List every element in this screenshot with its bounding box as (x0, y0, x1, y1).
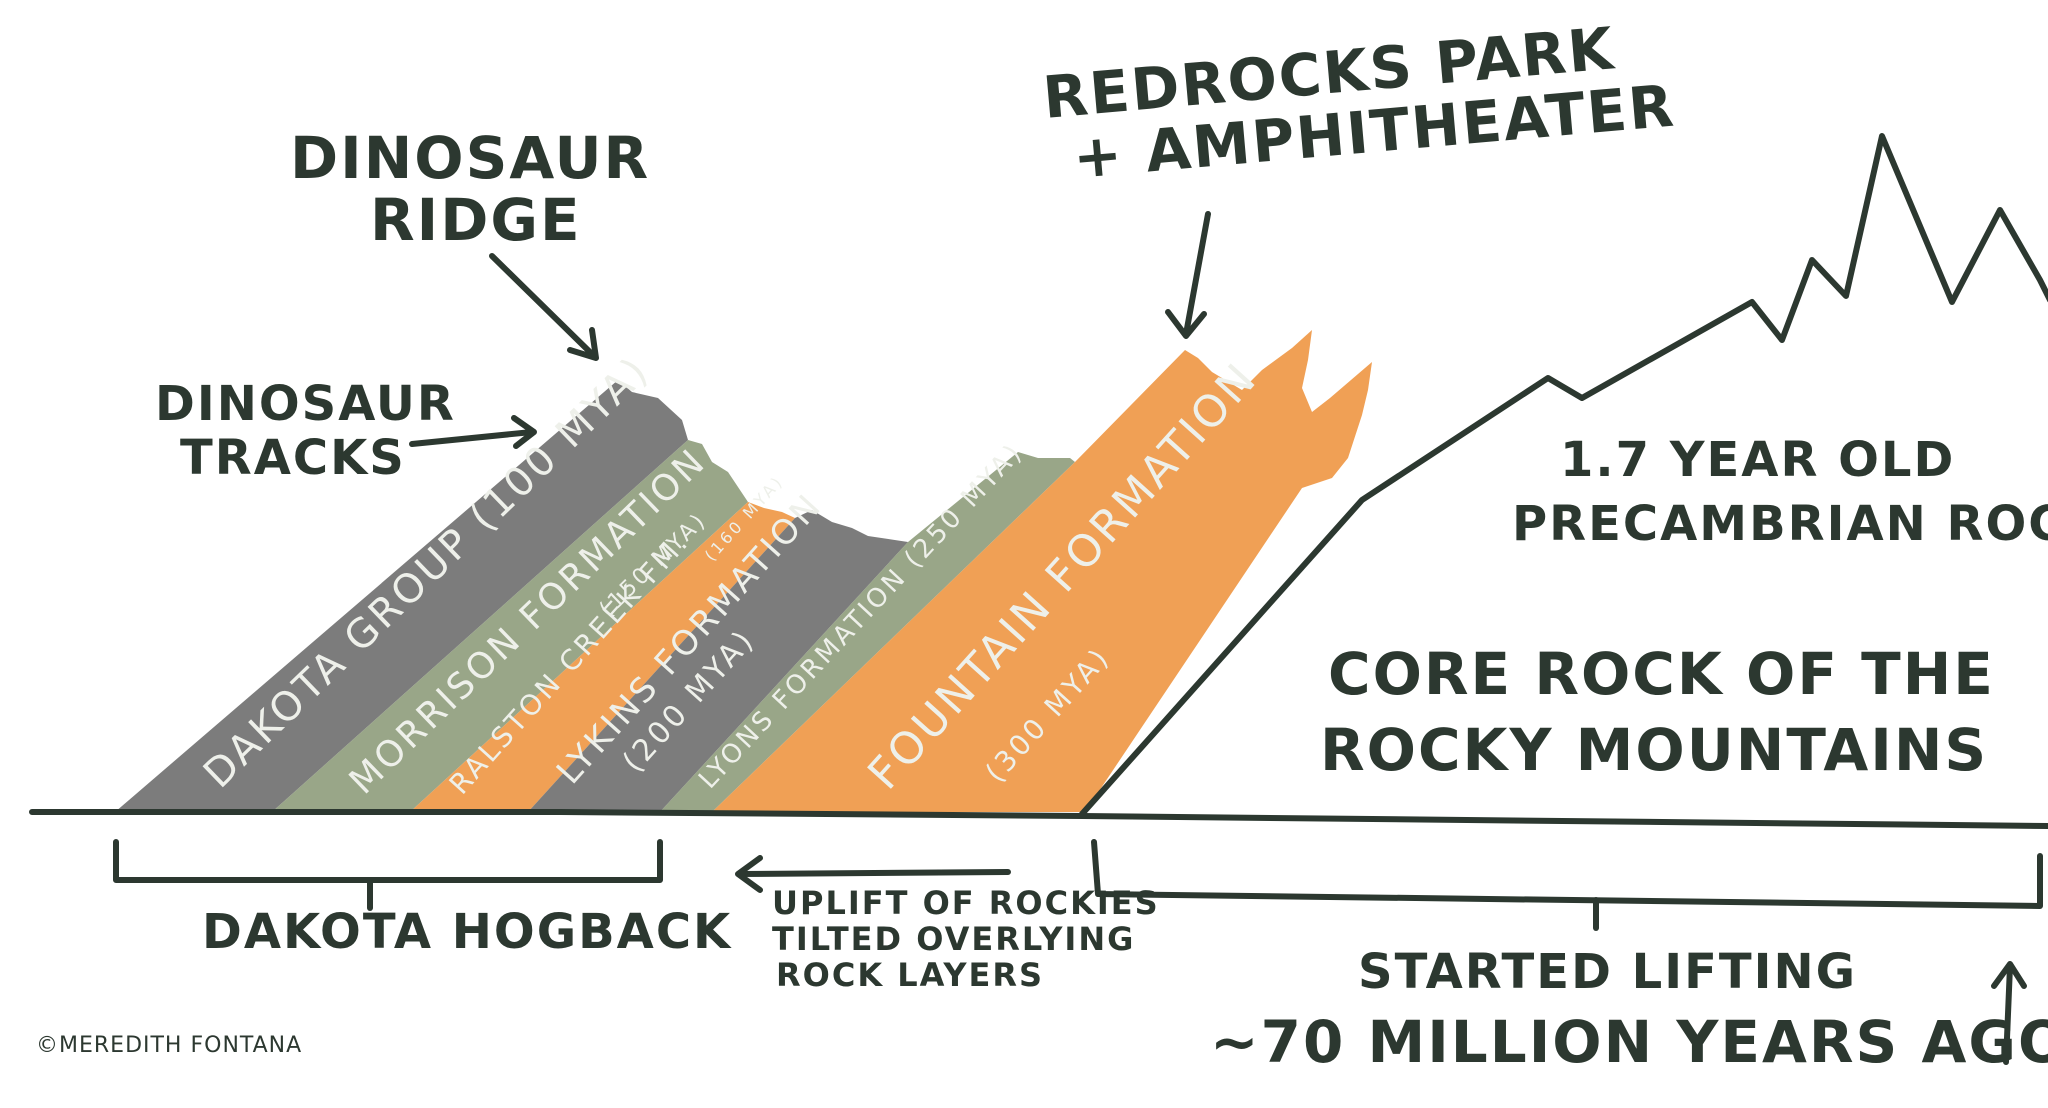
layer-fountain-formation (712, 330, 1372, 812)
uplift-arrow (735, 855, 1011, 893)
precambrian-label-line-2: PRECAMBRIAN ROCKS (1512, 496, 2048, 552)
layer-lyons-formation (660, 452, 1075, 812)
dinosaur-ridge-label-line-1: DINOSAUR (290, 124, 650, 192)
started-lifting-label-line-1: STARTED LIFTING (1358, 944, 1857, 1000)
uplift-label-line-2: TILTED OVERLYING (772, 920, 1135, 958)
dinosaur-ridge-label-line-2: RIDGE (370, 186, 582, 254)
layer-lykins-formation (528, 510, 908, 812)
core-rock-label-line-2: ROCKY MOUNTAINS (1320, 716, 1988, 784)
core-rock-outline (1079, 133, 2048, 817)
layer-morrison-formation (272, 440, 748, 812)
layer-ralston-creek (410, 502, 795, 812)
layer-dakota-group (115, 380, 688, 812)
uplift-label-line-3: ROCK LAYERS (776, 956, 1044, 994)
dinosaur-tracks-label-line-2: TRACKS (180, 430, 406, 486)
dakota-hogback-label: DAKOTA HOGBACK (202, 904, 732, 960)
uplift-label-line-1: UPLIFT OF ROCKIES (772, 884, 1160, 922)
dinosaur-tracks-label-line-1: DINOSAUR (155, 376, 456, 432)
dakota-hogback-bracket (113, 839, 663, 911)
core-rock-label-line-1: CORE ROCK OF THE (1328, 640, 1995, 708)
credit-text: ©MEREDITH FONTANA (36, 1033, 302, 1058)
precambrian-label-line-1: 1.7 YEAR OLD (1560, 432, 1955, 488)
dinosaur-ridge-arrow (489, 253, 599, 361)
dinosaur-tracks-arrow (409, 415, 537, 449)
started-lifting-bracket (1091, 839, 2043, 931)
lifting-up-arrow (1991, 961, 2027, 1065)
redrocks-arrow (1165, 211, 1211, 339)
ground-line (29, 809, 2048, 829)
started-lifting-label-line-2: ~70 MILLION YEARS AGO (1210, 1008, 2048, 1076)
